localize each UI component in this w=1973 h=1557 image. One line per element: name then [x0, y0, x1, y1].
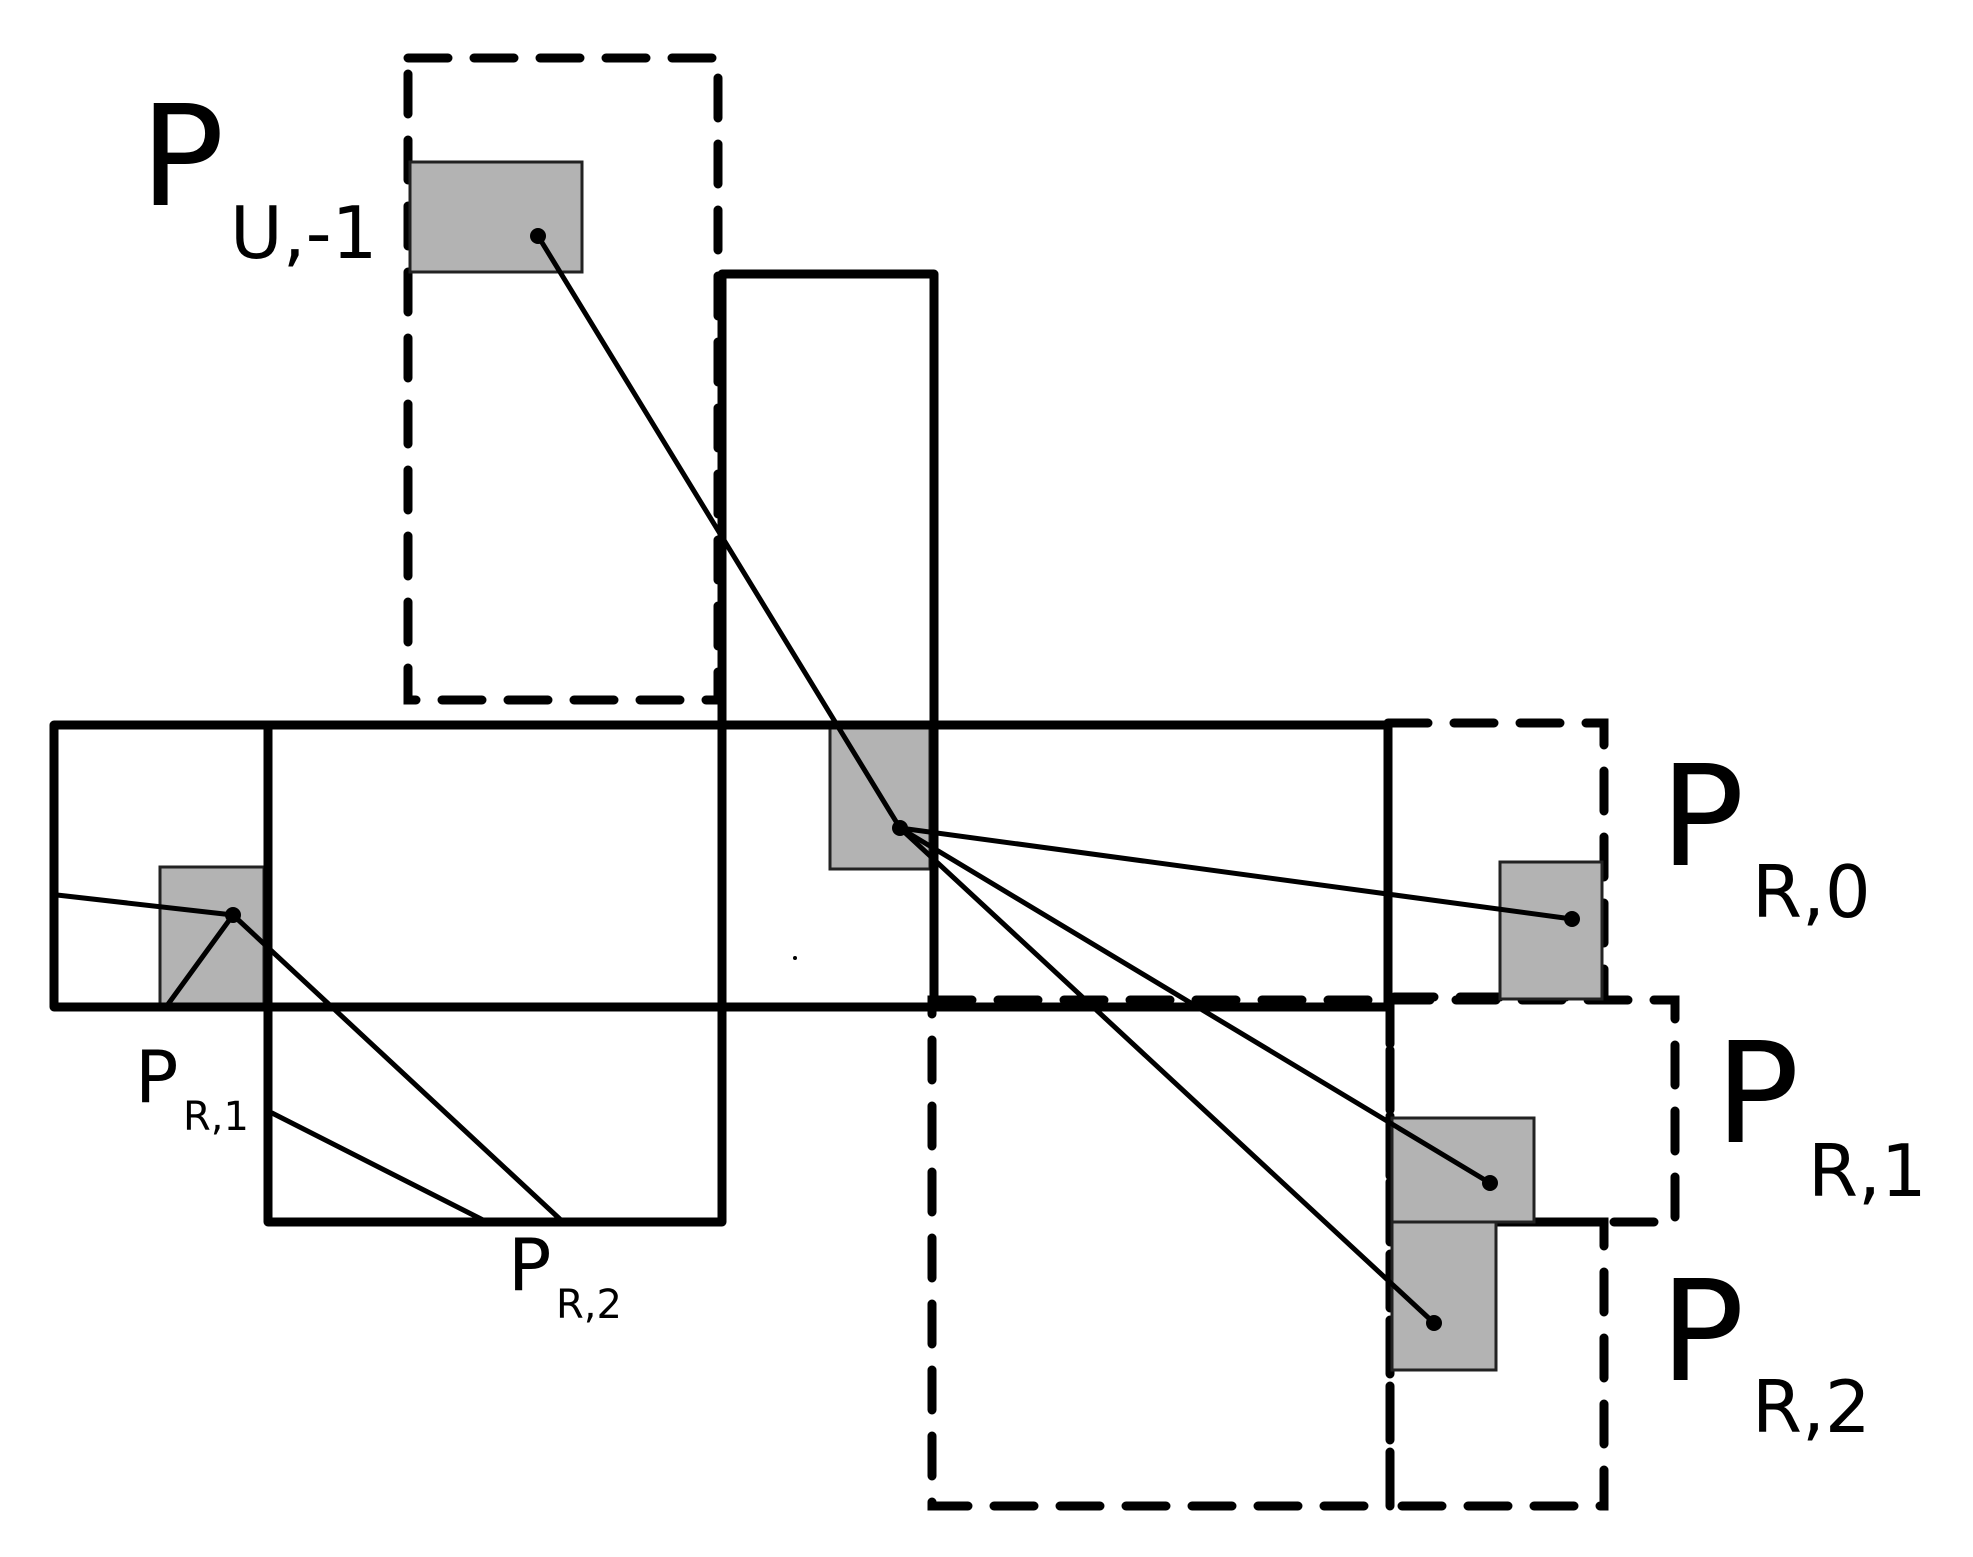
ray-left-patch-to-bottom: [163, 912, 236, 1010]
dot-right-2: [1426, 1315, 1442, 1331]
label-p-r2-right-sub: R,2: [1752, 1365, 1871, 1449]
stray-speck: [793, 956, 797, 960]
patch-left: [158, 865, 266, 1009]
label-p-r1-right-main: P: [1715, 1013, 1799, 1176]
label-p-r0-main: P: [1660, 736, 1744, 899]
label-p-r2-bottom-main: P: [508, 1223, 551, 1307]
patch-upper: [408, 160, 584, 274]
label-p-r2-bottom-sub: R,2: [556, 1282, 622, 1328]
patch-right-1: [1390, 1116, 1536, 1224]
label-p-r1-right-sub: R,1: [1808, 1129, 1927, 1213]
dot-upper: [530, 228, 546, 244]
label-p-r1-left-main: P: [135, 1035, 178, 1119]
label-p-u-minus1-main: P: [140, 76, 224, 239]
dot-right-0: [1564, 911, 1580, 927]
frame-lower-left: [263, 720, 727, 1227]
label-p-u-minus1-sub: U,-1: [230, 191, 377, 275]
dashed-box-lower: [927, 995, 1395, 1511]
ray-center-to-right-1: [897, 825, 1493, 1186]
dot-right-1: [1482, 1175, 1498, 1191]
dot-left: [225, 907, 241, 923]
label-p-r1-left-sub: R,1: [183, 1094, 249, 1140]
ray-left-edge-to-patch: [54, 892, 236, 918]
ray-center-to-right-0: [897, 825, 1575, 922]
label-p-r2-right-main: P: [1660, 1251, 1744, 1414]
patch-right-2: [1390, 1220, 1498, 1372]
patch-right-0: [1498, 860, 1604, 1001]
ray-lower-frame: [269, 1110, 486, 1223]
dot-center: [892, 820, 908, 836]
dashed-box-upper: [403, 53, 723, 705]
ray-center-to-right-2: [897, 825, 1437, 1326]
ray-left-to-bottom-2: [230, 912, 566, 1225]
label-p-r0-sub: R,0: [1752, 850, 1871, 934]
ray-upper-to-center: [535, 233, 903, 831]
frame-vertical: [717, 269, 939, 1012]
